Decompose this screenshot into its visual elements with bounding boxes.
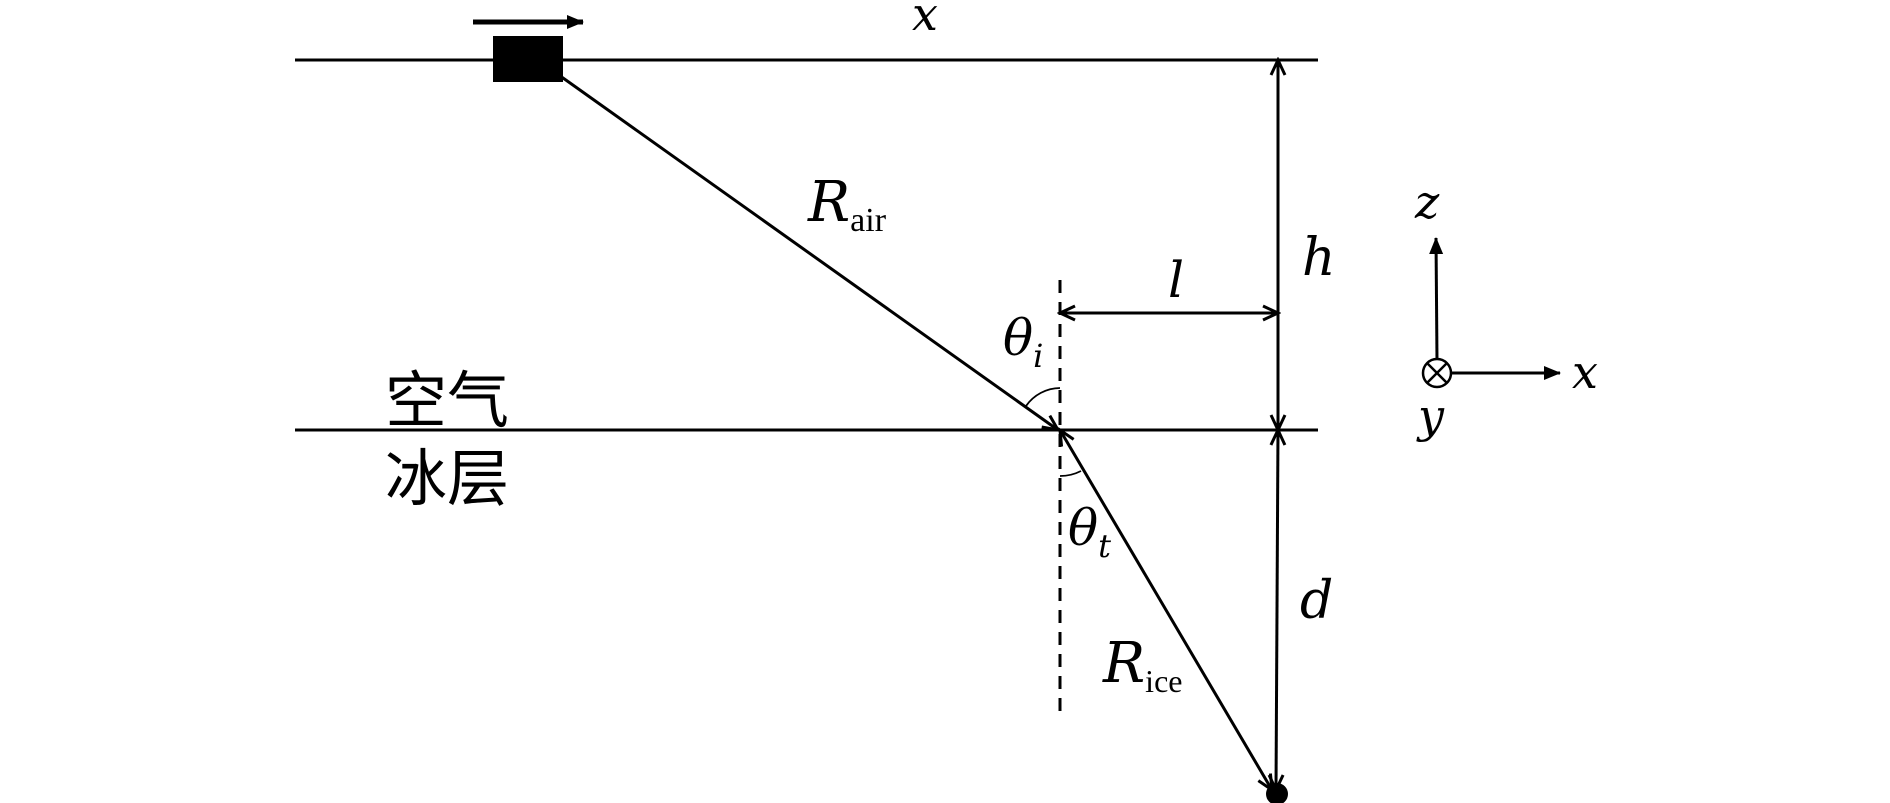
theta-t-label: θt — [1068, 499, 1111, 565]
h-label: h — [1302, 228, 1336, 288]
y-axis-label: y — [1416, 389, 1445, 443]
r-air-label: Rair — [807, 170, 887, 239]
x-top-label: x — [912, 0, 938, 41]
theta-i-label: θi — [1003, 309, 1043, 375]
d-label: d — [1300, 571, 1333, 631]
target-point — [1266, 783, 1288, 803]
r-air-ray — [555, 71, 1058, 430]
r-ice-ray — [1060, 430, 1272, 790]
ice-layer-label: 冰层 — [385, 442, 509, 515]
z-axis-arrow — [1429, 237, 1444, 362]
d-dimension — [1276, 430, 1278, 790]
theta-t-arc — [1059, 470, 1082, 477]
air-layer-label: 空气 — [385, 364, 509, 437]
z-axis-label: z — [1414, 175, 1440, 229]
r-ice-label: Rice — [1102, 631, 1182, 699]
radar-platform — [493, 36, 563, 82]
x-axis-label: x — [1572, 345, 1598, 399]
theta-i-arc — [1025, 387, 1061, 407]
l-label: l — [1168, 251, 1184, 309]
y-axis-into-page-icon — [1421, 357, 1453, 389]
